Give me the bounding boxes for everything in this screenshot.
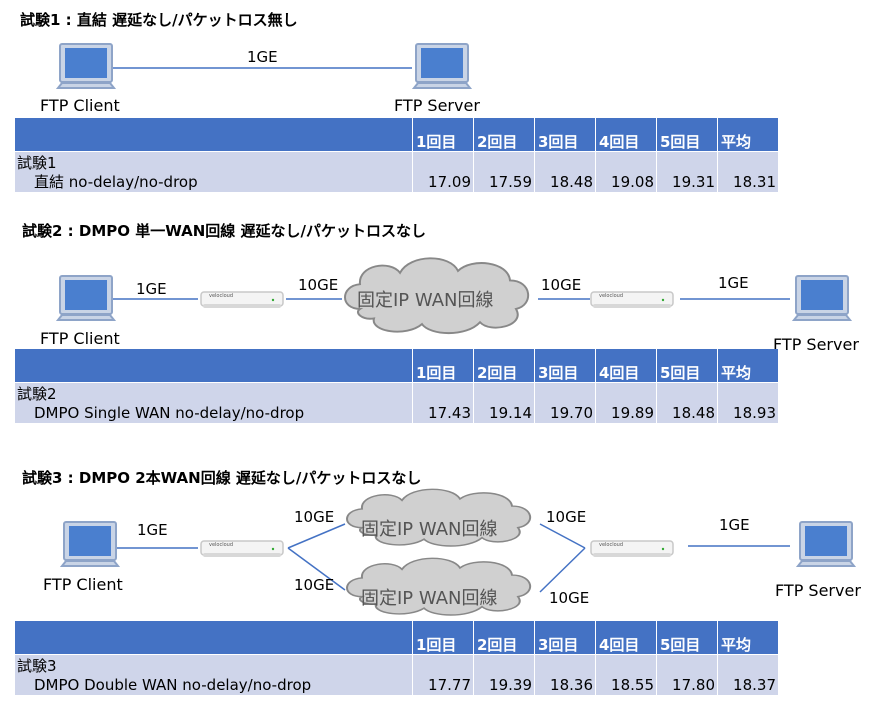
wan-cloud-label: 固定IP WAN回線	[357, 290, 494, 311]
link-label: 10GE	[294, 576, 335, 594]
wan-cloud-label: 固定IP WAN回線	[361, 519, 498, 540]
client-laptop-icon	[61, 521, 119, 567]
client-laptop-icon	[57, 43, 115, 89]
column-header: 2回目	[474, 349, 534, 382]
link-label: 10GE	[298, 276, 339, 294]
table-row: 試験3 DMPO Double WAN no-delay/no-drop 17.…	[15, 655, 779, 695]
device-brand: velocloud	[209, 542, 234, 548]
results-table: 1回目 2回目 3回目 4回目 5回目 平均 試験1 直結 no-delay/n…	[15, 118, 779, 192]
row-title: 試験3	[17, 657, 57, 675]
ftp-server-label: FTP Server	[773, 335, 859, 354]
section-title: 試験1 : 直結 遅延なし/パケットロス無し	[20, 11, 298, 29]
table-header: 1回目 2回目 3回目 4回目 5回目 平均	[15, 349, 779, 382]
table-cell: 17.09	[413, 152, 473, 192]
ftp-server-label: FTP Server	[775, 581, 861, 600]
table-row: 試験1 直結 no-delay/no-drop 17.09 17.59 18.4…	[15, 152, 779, 192]
section-title: 試験3 : DMPO 2本WAN回線 遅延なし/パケットロスなし	[22, 469, 422, 487]
column-header: 平均	[718, 349, 778, 382]
table-cell: 19.39	[474, 655, 534, 695]
row-subtitle: 直結 no-delay/no-drop	[34, 173, 198, 191]
table-cell: 18.48	[657, 383, 717, 423]
table-cell: 17.77	[413, 655, 473, 695]
ftp-client-label: FTP Client	[43, 575, 123, 594]
table-header: 1回目 2回目 3回目 4回目 5回目 平均	[15, 118, 779, 151]
device-brand: velocloud	[209, 293, 234, 299]
column-header: 4回目	[596, 621, 656, 654]
table-cell: 18.93	[718, 383, 778, 423]
table-cell: 19.31	[657, 152, 717, 192]
column-header: 2回目	[474, 621, 534, 654]
row-title: 試験1	[17, 154, 57, 172]
section-title: 試験2 : DMPO 単一WAN回線 遅延なし/パケットロスなし	[22, 222, 426, 240]
link-label: 10GE	[294, 508, 335, 526]
table-cell: 18.31	[718, 152, 778, 192]
column-header: 5回目	[657, 349, 717, 382]
ftp-server-label: FTP Server	[394, 96, 480, 115]
row-name: 試験1 直結 no-delay/no-drop	[15, 152, 412, 192]
results-table: 1回目 2回目 3回目 4回目 5回目 平均 試験2 DMPO Single W…	[15, 349, 779, 423]
row-title: 試験2	[17, 385, 57, 403]
link-label: 1GE	[718, 274, 749, 292]
results-table: 1回目 2回目 3回目 4回目 5回目 平均 試験3 DMPO Double W…	[15, 621, 779, 695]
column-header: 平均	[718, 621, 778, 654]
link-label: 1GE	[719, 516, 750, 534]
column-header: 4回目	[596, 349, 656, 382]
row-name: 試験3 DMPO Double WAN no-delay/no-drop	[15, 655, 412, 695]
link-label: 1GE	[247, 48, 278, 66]
column-header: 1回目	[413, 621, 473, 654]
table-cell: 17.43	[413, 383, 473, 423]
table-cell: 18.55	[596, 655, 656, 695]
column-header: 3回目	[535, 621, 595, 654]
column-header: 3回目	[535, 118, 595, 151]
link-label: 1GE	[137, 521, 168, 539]
link-label: 10GE	[541, 276, 582, 294]
column-header: 平均	[718, 118, 778, 151]
device-brand: velocloud	[599, 542, 624, 548]
server-laptop-icon	[413, 43, 471, 89]
row-name: 試験2 DMPO Single WAN no-delay/no-drop	[15, 383, 412, 423]
table-cell: 19.14	[474, 383, 534, 423]
table-cell: 18.37	[718, 655, 778, 695]
column-header: 5回目	[657, 621, 717, 654]
link-label: 10GE	[546, 508, 587, 526]
table-header: 1回目 2回目 3回目 4回目 5回目 平均	[15, 621, 779, 654]
link-label: 10GE	[549, 589, 590, 607]
table-cell: 18.48	[535, 152, 595, 192]
client-laptop-icon	[57, 275, 115, 321]
column-header: 1回目	[413, 349, 473, 382]
table-cell: 17.80	[657, 655, 717, 695]
row-subtitle: DMPO Double WAN no-delay/no-drop	[34, 676, 312, 694]
table-cell: 17.59	[474, 152, 534, 192]
table-cell: 19.08	[596, 152, 656, 192]
device-brand: velocloud	[599, 293, 624, 299]
column-header: 1回目	[413, 118, 473, 151]
wan-cloud-label: 固定IP WAN回線	[361, 588, 498, 609]
column-header: 4回目	[596, 118, 656, 151]
table-row: 試験2 DMPO Single WAN no-delay/no-drop 17.…	[15, 383, 779, 423]
column-header: 5回目	[657, 118, 717, 151]
column-header: 3回目	[535, 349, 595, 382]
ftp-client-label: FTP Client	[40, 329, 120, 348]
table-cell: 18.36	[535, 655, 595, 695]
ftp-client-label: FTP Client	[40, 96, 120, 115]
server-laptop-icon	[797, 521, 855, 567]
server-laptop-icon	[793, 275, 851, 321]
table-cell: 19.89	[596, 383, 656, 423]
table-cell: 19.70	[535, 383, 595, 423]
link-label: 1GE	[136, 280, 167, 298]
row-subtitle: DMPO Single WAN no-delay/no-drop	[34, 404, 305, 422]
column-header: 2回目	[474, 118, 534, 151]
